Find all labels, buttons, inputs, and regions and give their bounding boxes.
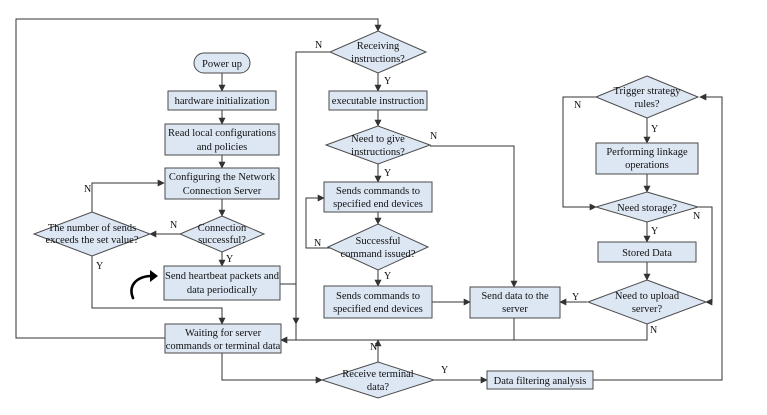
label-receiving-yes: Y	[384, 76, 391, 87]
label-storage-no: N	[693, 211, 700, 222]
sends-exceed-line2: exceeds the set value?	[46, 235, 139, 246]
cmd-issued-line1: Successful	[356, 236, 401, 247]
receiving-line1: Receiving	[357, 41, 400, 52]
edge-exceed-yes-to-waiting	[91, 256, 226, 325]
send-cmd-1-line2: specified end devices	[333, 199, 423, 210]
loop-arrow-icon	[130, 270, 158, 300]
edge-filter-to-trigger	[593, 93, 723, 381]
need-give-line2: instructions?	[351, 147, 405, 158]
data-filter-text: Data filtering analysis	[494, 376, 587, 387]
node-command-issued: Successful command issued?	[326, 223, 430, 271]
configure-server-line2: Connection Server	[183, 186, 262, 197]
trigger-line2: rules?	[634, 99, 659, 110]
node-waiting: Waiting for server commands or terminal …	[164, 323, 282, 354]
cmd-issued-line2: command issued?	[341, 249, 416, 260]
node-hardware-init: hardware initialization	[167, 90, 277, 111]
node-receiving-instructions: Receiving instructions?	[328, 30, 428, 74]
label-exceed-yes: Y	[96, 261, 103, 272]
label-conn-no: N	[170, 220, 177, 231]
label-storage-yes: Y	[651, 226, 658, 237]
trigger-line1: Trigger strategy	[614, 86, 682, 97]
node-configure-server: Configuring the Network Connection Serve…	[164, 167, 280, 200]
send-data-line1: Send data to the	[481, 291, 549, 302]
label-cmd-issued-no: N	[314, 238, 321, 249]
node-receive-terminal: Receive terminal data?	[320, 361, 436, 399]
send-data-line2: server	[502, 304, 528, 315]
node-need-upload: Need to upload server?	[586, 279, 708, 325]
read-config-line1: Read local configurations	[168, 128, 276, 139]
stored-data-text: Stored Data	[622, 248, 672, 259]
heartbeat-line2: data periodically	[187, 285, 258, 296]
branch-labels: Y N Y N N Y N Y N Y N Y N Y N Y Y N	[84, 40, 700, 376]
label-trigger-no: N	[574, 100, 581, 111]
configure-server-line1: Configuring the Network	[169, 172, 276, 183]
power-up-text: Power up	[202, 59, 242, 70]
need-give-line1: Need to give	[351, 134, 405, 145]
edge-receiving-no-to-waiting	[280, 51, 330, 344]
node-linkage-operations: Performing linkage operations	[595, 142, 699, 175]
edges	[15, 18, 723, 384]
label-upload-no: N	[650, 325, 657, 336]
node-trigger-strategy: Trigger strategy rules?	[594, 75, 700, 119]
edge-waiting-to-receive	[221, 353, 323, 384]
label-cmd-issued-yes: Y	[384, 271, 391, 282]
label-need-give-yes: Y	[384, 168, 391, 179]
node-read-config: Read local configurations and policies	[164, 123, 280, 156]
label-trigger-yes: Y	[651, 124, 658, 135]
label-upload-yes: Y	[572, 292, 579, 303]
node-send-data: Send data to the server	[469, 286, 561, 319]
node-power-up: Power up	[193, 52, 251, 74]
exec-instr-text: executable instruction	[332, 96, 425, 107]
label-receive-yes: Y	[441, 365, 448, 376]
label-exceed-no: N	[84, 184, 91, 195]
edge-trigger-no-to-storage	[562, 96, 598, 211]
waiting-line2: commands or terminal data	[166, 341, 281, 352]
linkage-line2: operations	[625, 160, 669, 171]
linkage-line1: Performing linkage	[606, 147, 688, 158]
edge-waiting-to-receiving	[15, 18, 382, 339]
node-need-give-instructions: Need to give instructions?	[324, 125, 432, 165]
hardware-init-text: hardware initialization	[175, 96, 271, 107]
node-sends-exceed: The number of sends exceeds the set valu…	[32, 211, 152, 257]
node-send-commands-1: Sends commands to specified end devices	[323, 181, 433, 213]
label-need-give-no: N	[430, 131, 437, 142]
connection-line2: successful?	[198, 235, 246, 246]
edge-storage-no-to-upload	[698, 206, 713, 306]
need-upload-line2: server?	[632, 304, 663, 315]
node-heartbeat: Send heartbeat packets and data periodic…	[163, 265, 281, 301]
read-config-line2: and policies	[197, 142, 247, 153]
need-storage-text: Need storage?	[617, 203, 677, 214]
receive-terminal-line2: data?	[367, 382, 389, 393]
label-conn-yes: Y	[226, 254, 233, 265]
heartbeat-line1: Send heartbeat packets and	[165, 271, 280, 282]
node-data-filtering: Data filtering analysis	[486, 370, 594, 390]
send-cmd-1-line1: Sends commands to	[336, 186, 420, 197]
edge-send-data-to-waiting	[282, 318, 515, 341]
edge-need-give-no-to-send-data	[430, 145, 518, 288]
waiting-line1: Waiting for server	[185, 328, 262, 339]
edge-upload-no-to-waiting	[514, 324, 648, 341]
receiving-line2: instructions?	[351, 54, 405, 65]
send-cmd-2-line1: Sends commands to	[336, 291, 420, 302]
node-stored-data: Stored Data	[597, 241, 697, 263]
need-upload-line1: Need to upload	[615, 291, 680, 302]
node-need-storage: Need storage?	[594, 191, 700, 223]
edge-cmd-issued-no-loop	[305, 194, 332, 249]
sends-exceed-line1: The number of sends	[48, 223, 136, 234]
connection-line1: Connection	[198, 223, 247, 234]
label-receiving-no: N	[315, 40, 322, 51]
node-send-commands-2: Sends commands to specified end devices	[323, 285, 433, 319]
edge-exceed-no-loop	[91, 179, 165, 212]
receive-terminal-line1: Receive terminal	[342, 369, 414, 380]
label-receive-no: N	[370, 342, 377, 353]
node-executable-instruction: executable instruction	[328, 90, 428, 111]
send-cmd-2-line2: specified end devices	[333, 304, 423, 315]
edge-heartbeat-to-waiting	[280, 283, 300, 325]
node-connection-successful: Connection successful?	[178, 215, 266, 253]
